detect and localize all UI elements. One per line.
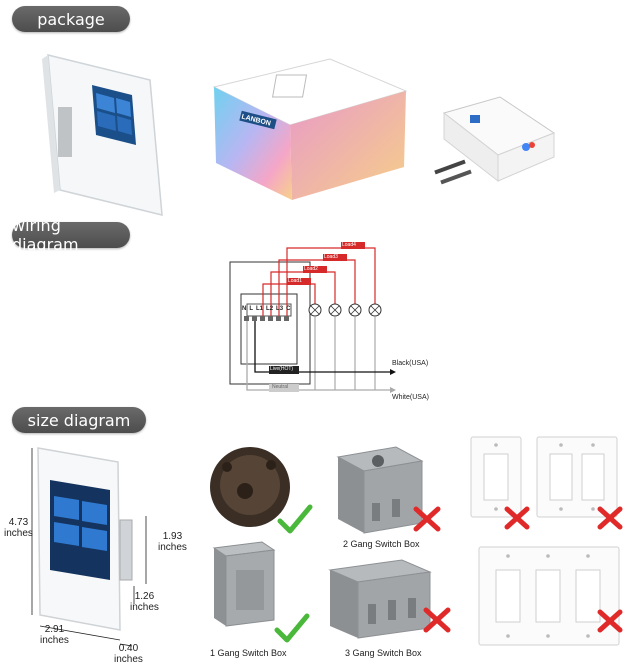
product-box-image [212, 58, 408, 200]
round-box-image [210, 447, 290, 527]
one-gang-box-image [212, 541, 276, 627]
height-dimension: 4.73 inches [4, 517, 33, 539]
width-dimension: 2.91 inches [40, 624, 69, 646]
terminal-n: N [242, 306, 247, 312]
live-label: Live(HOT) [270, 366, 294, 372]
one-gang-caption: 1 Gang Switch Box [210, 648, 287, 658]
terminal-l: L [249, 306, 254, 312]
three-gang-caption: 3 Gang Switch Box [345, 648, 422, 658]
check-icon-round-box [277, 504, 313, 534]
switch-product-image [42, 54, 163, 216]
switch-dimension-drawing [31, 447, 147, 647]
terminal-l2: L2 [266, 306, 274, 312]
load1-label: Load1 [288, 278, 302, 284]
terminal-labels: N L L1 L2 L3 C [242, 306, 290, 312]
three-gang-box-image [328, 559, 432, 639]
section-label-package: package [12, 6, 130, 32]
terminal-l1: L1 [256, 306, 264, 312]
terminal-l3: L3 [276, 306, 284, 312]
side-height-dimension: 1.93 inches [158, 531, 187, 553]
white-wire-label: White(USA) [392, 394, 429, 401]
section-label-wiring: wiring diagram [12, 216, 130, 254]
triple-wall-plate-image [478, 546, 620, 646]
cross-icon-double-plate [597, 506, 623, 530]
load2-label: Load2 [304, 266, 318, 272]
double-wall-plate-image [536, 436, 618, 518]
black-wire-label: Black(USA) [392, 360, 429, 367]
manual-and-screws-image [434, 96, 556, 185]
section-label-size: size diagram [12, 407, 146, 433]
cross-icon-two-gang [413, 506, 441, 532]
depth-dimension: 0.40 inches [114, 643, 143, 665]
single-wall-plate-image [470, 436, 522, 518]
cross-icon-single-plate [504, 506, 530, 530]
terminal-c: C [286, 306, 291, 312]
two-gang-caption: 2 Gang Switch Box [343, 539, 420, 549]
check-icon-one-gang [274, 613, 310, 643]
two-gang-box-image [336, 446, 424, 534]
cross-icon-three-gang [423, 607, 451, 633]
wiring-diagram [229, 242, 396, 393]
cross-icon-triple-plate [597, 609, 623, 633]
load3-label: Load3 [324, 254, 338, 260]
neutral-label: Neutral [272, 384, 289, 390]
load4-label: Load4 [342, 242, 356, 248]
module-height-dimension: 1.26 inches [130, 591, 159, 613]
